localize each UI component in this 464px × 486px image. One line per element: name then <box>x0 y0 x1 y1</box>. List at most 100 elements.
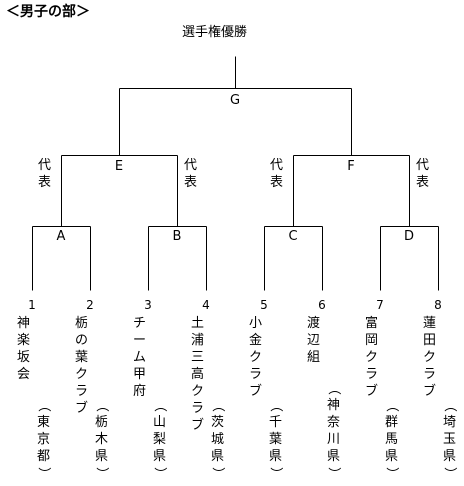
team-prefecture-char: 県 <box>269 449 283 464</box>
node-f: F <box>347 159 355 174</box>
team-name-char: 高 <box>191 367 205 382</box>
team-prefecture-char: 県 <box>327 449 341 464</box>
node-g: G <box>229 93 241 108</box>
team-prefecture: （栃木県） <box>94 397 110 482</box>
team-name-char: ク <box>423 350 437 365</box>
team-prefecture-char: 玉 <box>443 432 457 447</box>
team-name: 富岡クラブ <box>365 315 378 400</box>
team-number: 3 <box>144 298 152 312</box>
team-prefecture-char: （ <box>268 398 284 413</box>
team-name-char: ブ <box>191 418 205 433</box>
daihyo-char: 表 <box>416 175 430 190</box>
team-prefecture: （ 埼玉県 ） <box>442 397 458 482</box>
team-name-char: 金 <box>249 333 263 348</box>
daihyo-label: 代表 <box>38 157 51 191</box>
team-name: 神楽坂会 <box>17 315 30 383</box>
team-name-char: ブ <box>249 384 263 399</box>
team-name-char: ラ <box>365 367 379 382</box>
team-name-char: 辺 <box>307 333 321 348</box>
node-a: A <box>56 229 66 244</box>
team-name-char: 田 <box>423 333 437 348</box>
team-prefecture-char: 埼 <box>443 415 457 430</box>
node-c: C <box>288 229 298 244</box>
team-prefecture-char: ） <box>384 466 400 481</box>
team-prefecture-char: 都 <box>37 449 51 464</box>
node-d: D <box>403 229 415 244</box>
team-prefecture-char: ） <box>94 466 110 481</box>
team-name-char: 甲 <box>133 367 147 382</box>
team-prefecture-char: 県 <box>95 449 109 464</box>
team-prefecture-char: 馬 <box>385 432 399 447</box>
team-name-char: ク <box>249 350 263 365</box>
team-number: 7 <box>376 298 384 312</box>
team-name-char: 浦 <box>191 333 205 348</box>
team-name-char: 会 <box>17 367 31 382</box>
team-prefecture-char: 山 <box>153 415 167 430</box>
team-name: 土浦三高クラブ <box>191 315 204 434</box>
team-name-char: チ <box>133 316 147 331</box>
team-name-char: ラ <box>249 367 263 382</box>
championship-title: 選手権優勝 <box>182 25 248 40</box>
daihyo-label: 代表 <box>416 157 429 191</box>
team-prefecture-char: （ <box>152 398 168 413</box>
team-prefecture-char: 梨 <box>153 432 167 447</box>
daihyo-char: 代 <box>184 158 198 173</box>
team-prefecture-char: 栃 <box>95 415 109 430</box>
team-prefecture: （山梨県） <box>152 397 168 482</box>
team-name-char: 神 <box>17 316 31 331</box>
team-name-char: 富 <box>365 316 379 331</box>
team-prefecture-char: 東 <box>37 415 51 430</box>
team-name-char: 坂 <box>17 350 31 365</box>
team-number: 4 <box>202 298 210 312</box>
team-prefecture-char: ） <box>210 466 226 481</box>
daihyo-char: 代 <box>416 158 430 173</box>
team-name-char: ク <box>191 384 205 399</box>
team-prefecture-char: 県 <box>443 449 457 464</box>
team-prefecture-char: 県 <box>385 449 399 464</box>
team-prefecture-char: （ <box>326 381 342 396</box>
team-prefecture-char: ） <box>442 466 458 481</box>
team-name: 栃の葉クラブ <box>75 315 88 417</box>
team-prefecture-char: 千 <box>269 415 283 430</box>
daihyo-char: 代 <box>38 158 52 173</box>
team-prefecture-char: ） <box>36 466 52 481</box>
team-prefecture: （千葉県） <box>268 397 284 482</box>
team-prefecture-char: 茨 <box>211 415 225 430</box>
team-name-char: 土 <box>191 316 205 331</box>
daihyo-char: 表 <box>38 175 52 190</box>
team-name-char: 栃 <box>75 316 89 331</box>
team-prefecture-char: 葉 <box>269 432 283 447</box>
node-b: B <box>172 229 182 244</box>
team-prefecture-char: 奈 <box>327 415 341 430</box>
team-name-char: 小 <box>249 316 263 331</box>
team-prefecture-char: 県 <box>211 449 225 464</box>
team-name-char: ー <box>133 333 147 348</box>
team-name-char: 蓮 <box>423 316 437 331</box>
team-prefecture-char: ） <box>152 466 168 481</box>
team-name-char: ラ <box>423 367 437 382</box>
team-name-char: 岡 <box>365 333 379 348</box>
team-prefecture-char: （ <box>94 398 110 413</box>
team-name-char: ブ <box>365 384 379 399</box>
team-number: 1 <box>28 298 36 312</box>
team-prefecture-char: 川 <box>327 432 341 447</box>
team-number: 2 <box>86 298 94 312</box>
team-prefecture-char: 群 <box>385 415 399 430</box>
daihyo-label: 代表 <box>184 157 197 191</box>
team-prefecture: （ 群馬県 ） <box>384 397 400 482</box>
team-name-char: の <box>75 333 89 348</box>
daihyo-label: 代表 <box>270 157 283 191</box>
team-prefecture-char: （ <box>442 398 458 413</box>
team-prefecture-char: （ <box>384 398 400 413</box>
team-name-char: 三 <box>191 350 205 365</box>
team-prefecture-char: 京 <box>37 432 51 447</box>
team-prefecture-char: ） <box>326 466 342 481</box>
team-name-char: ラ <box>191 401 205 416</box>
team-number: 5 <box>260 298 268 312</box>
team-prefecture-char: 城 <box>211 432 225 447</box>
team-name: 蓮田クラブ <box>423 315 436 400</box>
team-name: 小金クラブ <box>249 315 262 400</box>
team-number: 6 <box>318 298 326 312</box>
